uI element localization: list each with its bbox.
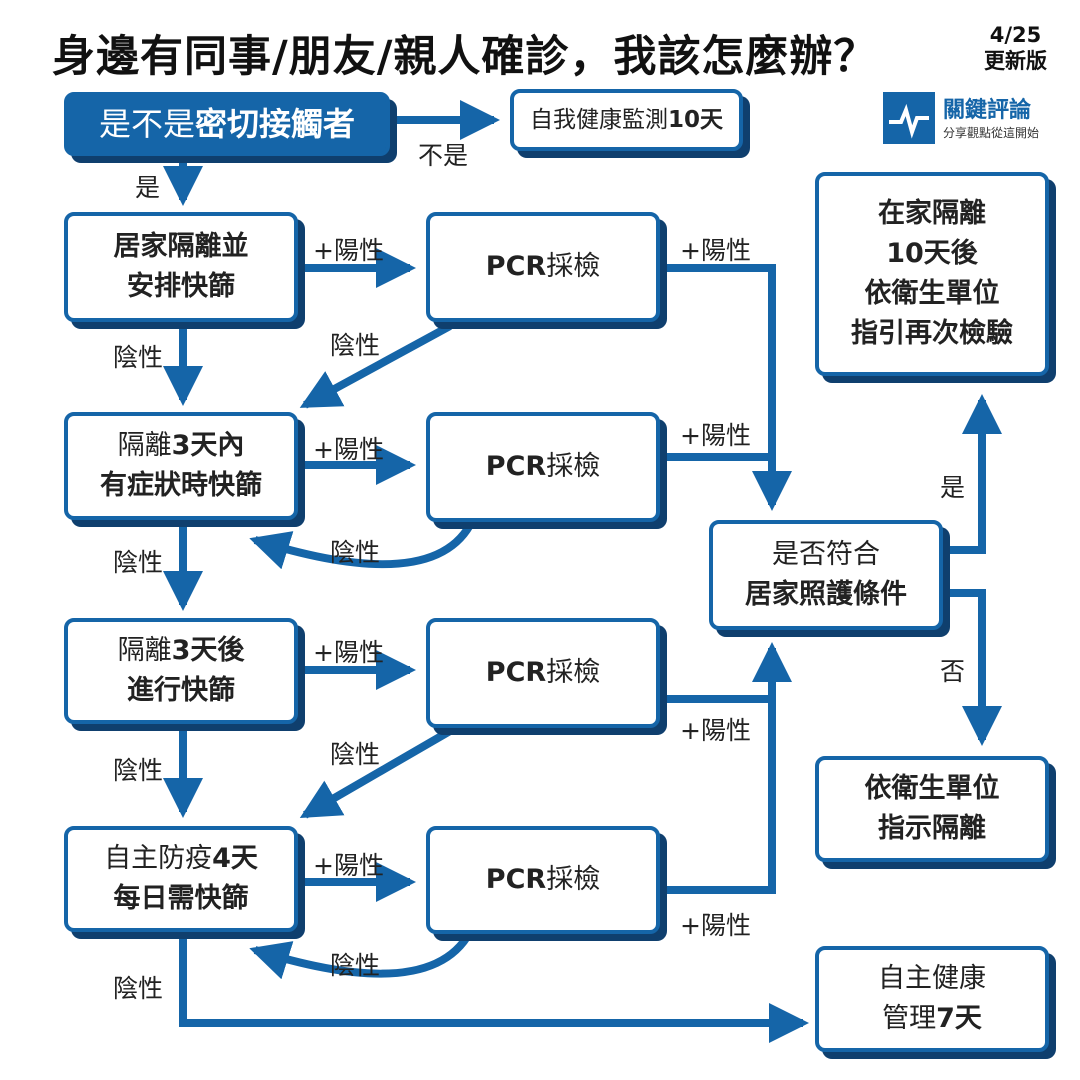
arrow-to-self-health bbox=[179, 932, 809, 1043]
label-no: 否 bbox=[940, 657, 966, 686]
arrow-neg-pcr4 bbox=[249, 929, 474, 980]
home-isolation-line3: 依衛生單位 bbox=[864, 278, 1000, 309]
label-negative-2: 陰性 bbox=[113, 548, 164, 577]
close-contact-question: 是不是密切接觸者 bbox=[64, 92, 390, 156]
label-yes-1: 是 bbox=[135, 173, 161, 202]
arrow-neg-pcr2 bbox=[249, 522, 474, 570]
pulse-line-icon bbox=[883, 92, 935, 144]
label-positive-pcr-4: +陽性 bbox=[680, 911, 751, 940]
label-negative-pcr-3: 陰性 bbox=[330, 740, 381, 769]
pcr-text-4: PCR採檢 bbox=[485, 864, 601, 895]
version-date: 4/25 bbox=[989, 23, 1042, 47]
pcr-text-3: PCR採檢 bbox=[485, 657, 601, 688]
self-health-box: 自主健康 管理7天 bbox=[815, 946, 1049, 1052]
home-isolation-line1: 在家隔離 bbox=[878, 198, 986, 229]
label-positive-3: +陽性 bbox=[313, 638, 384, 667]
label-yes-2: 是 bbox=[940, 473, 966, 502]
arrow-pcr1-to-check bbox=[662, 264, 792, 511]
home-care-check-line1: 是否符合 bbox=[772, 539, 880, 570]
arrow-yes-up bbox=[944, 394, 1002, 554]
label-positive-pcr-2: +陽性 bbox=[680, 421, 751, 450]
brand-tagline: 分享觀點從這開始 bbox=[943, 126, 1040, 140]
version-badge: 4/25 更新版 bbox=[984, 22, 1047, 74]
arrow-neg-pcr1 bbox=[299, 322, 452, 409]
label-positive-pcr-1: +陽性 bbox=[680, 236, 751, 265]
label-negative-pcr-4: 陰性 bbox=[330, 951, 381, 980]
label-negative-pcr-1: 陰性 bbox=[330, 331, 381, 360]
close-contact-text: 是不是密切接觸者 bbox=[98, 105, 356, 143]
self-prevention-line2: 每日需快篩 bbox=[113, 883, 249, 914]
pcr-text-2: PCR採檢 bbox=[485, 451, 601, 482]
self-prevention-box: 自主防疫4天 每日需快篩 bbox=[64, 826, 298, 932]
within-3-days-line1: 隔離3天內 bbox=[117, 430, 245, 461]
within-3-days-line2: 有症狀時快篩 bbox=[100, 470, 262, 501]
arrow-pcr4-to-check bbox=[662, 699, 776, 894]
self-monitor-text: 自我健康監測10天 bbox=[529, 107, 723, 133]
pcr-box-3: PCR採檢 bbox=[426, 618, 660, 728]
home-isolation-box: 在家隔離 10天後 依衛生單位 指引再次檢驗 bbox=[815, 172, 1049, 376]
arrow-pcr3-to-check bbox=[662, 642, 792, 703]
label-positive-pcr-3: +陽性 bbox=[680, 716, 751, 745]
within-3-days-box: 隔離3天內 有症狀時快篩 bbox=[64, 412, 298, 520]
follow-authority-line1: 依衛生單位 bbox=[864, 773, 1000, 804]
label-positive-4: +陽性 bbox=[313, 851, 384, 880]
label-positive-1: +陽性 bbox=[313, 236, 384, 265]
label-negative-3: 陰性 bbox=[113, 756, 164, 785]
follow-authority-box: 依衛生單位 指示隔離 bbox=[815, 756, 1049, 862]
pcr-box-2: PCR採檢 bbox=[426, 412, 660, 522]
self-health-line2: 管理7天 bbox=[882, 1003, 982, 1034]
label-not: 不是 bbox=[418, 141, 469, 170]
page-title: 身邊有同事/朋友/親人確診，我該怎麼辦？ bbox=[52, 32, 878, 82]
home-care-check-box: 是否符合 居家照護條件 bbox=[709, 520, 943, 630]
home-quarantine-line1: 居家隔離並 bbox=[113, 231, 249, 262]
after-3-days-line2: 進行快篩 bbox=[126, 675, 235, 706]
pcr-text-1: PCR採檢 bbox=[485, 251, 601, 282]
self-prevention-line1: 自主防疫4天 bbox=[104, 843, 258, 874]
version-label: 更新版 bbox=[984, 49, 1047, 73]
label-positive-2: +陽性 bbox=[313, 435, 384, 464]
home-quarantine-line2: 安排快篩 bbox=[127, 271, 235, 302]
pcr-box-4: PCR採檢 bbox=[426, 826, 660, 934]
brand-logo: 關鍵評論 分享觀點從這開始 bbox=[883, 92, 1053, 144]
self-monitor-box: 自我健康監測10天 bbox=[510, 89, 743, 151]
label-negative-4: 陰性 bbox=[113, 974, 164, 1003]
label-negative-pcr-2: 陰性 bbox=[330, 538, 381, 567]
arrow-neg-pcr3 bbox=[299, 727, 453, 819]
follow-authority-line2: 指示隔離 bbox=[878, 813, 986, 844]
brand-name: 關鍵評論 bbox=[943, 98, 1032, 123]
after-3-days-box: 隔離3天後 進行快篩 bbox=[64, 618, 298, 724]
label-negative-1: 陰性 bbox=[113, 343, 164, 372]
arrow-no-down bbox=[944, 589, 1002, 746]
home-care-check-line2: 居家照護條件 bbox=[745, 579, 907, 610]
home-isolation-line4: 指引再次檢驗 bbox=[851, 318, 1013, 349]
pcr-box-1: PCR採檢 bbox=[426, 212, 660, 322]
self-health-line1: 自主健康 bbox=[878, 963, 986, 994]
after-3-days-line1: 隔離3天後 bbox=[117, 635, 245, 666]
home-quarantine-box: 居家隔離並 安排快篩 bbox=[64, 212, 298, 322]
home-isolation-line2: 10天後 bbox=[886, 238, 978, 269]
